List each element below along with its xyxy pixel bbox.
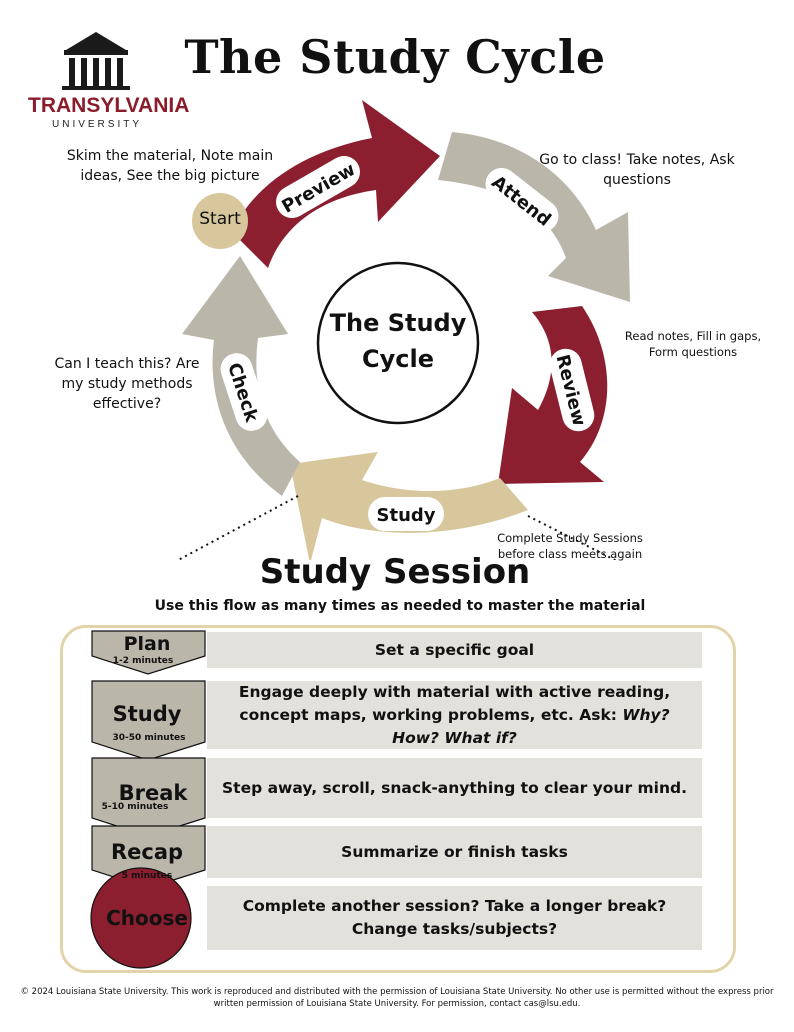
step-choose-name: Choose: [106, 906, 188, 930]
step-plan-name: Plan: [123, 633, 171, 655]
check-label-pill: [220, 353, 268, 431]
review-arrow: [498, 306, 608, 484]
study-chevron: [91, 680, 206, 761]
step-plan-desc: Set a specific goal: [207, 632, 702, 668]
right-dotted-leader: [527, 515, 618, 560]
plan-chevron: [91, 630, 206, 675]
session-title: Study Session: [259, 552, 531, 592]
step-break-desc: Step away, scroll, snack-anything to cle…: [207, 758, 702, 818]
step-study-desc-text: Engage deeply with material with active …: [238, 682, 671, 724]
center-title-line2: Cycle: [362, 345, 434, 373]
study-cycle-diagram: Preview Attend Review Study Check: [176, 100, 630, 560]
left-dotted-leader: [176, 495, 299, 560]
center-title-line1: The Study: [329, 309, 467, 337]
step-study-name: Study: [112, 702, 182, 726]
check-note: Can I teach this? Are my study methods e…: [54, 356, 200, 412]
session-subtitle: Use this flow as many times as needed to…: [154, 598, 646, 614]
step-study-time: 30-50 minutes: [112, 733, 186, 743]
step-choose-desc: Complete another session? Take a longer …: [207, 886, 702, 950]
center-circle: [316, 261, 480, 425]
review-note: Read notes, Fill in gaps, Form questions: [624, 329, 762, 359]
review-label-pill: [549, 348, 595, 432]
preview-label-pill: [276, 156, 360, 218]
start-circle: [192, 193, 248, 249]
copyright-notice: © 2024 Louisiana State University. This …: [20, 987, 774, 1009]
choose-circle: [90, 867, 192, 969]
page-title: The Study Cycle: [184, 30, 606, 84]
step-break-time: 5-10 minutes: [101, 802, 169, 812]
study-label: Study: [376, 505, 435, 526]
step-study-desc-emphasis: Why? How? What if?: [392, 705, 670, 747]
attend-arrow: [438, 132, 630, 302]
logo-wordmark: TRANSYLVANIA: [28, 94, 190, 117]
attend-label-pill: [485, 167, 559, 233]
step-recap-name: Recap: [110, 840, 184, 864]
step-recap-time: 5 minutes: [121, 871, 173, 881]
step-recap-desc: Summarize or finish tasks: [207, 826, 702, 878]
study-note: Complete Study Sessions before class mee…: [497, 531, 643, 561]
study-label-pill: [368, 497, 444, 531]
step-study-desc: Engage deeply with material with active …: [207, 681, 702, 749]
step-plan-time: 1-2 minutes: [112, 656, 174, 666]
logo-subtitle: UNIVERSITY: [52, 119, 143, 130]
session-flow-box: [60, 625, 736, 973]
preview-note: Skim the material, Note main ideas, See …: [66, 148, 274, 184]
step-break-name: Break: [118, 781, 188, 805]
attend-note: Go to class! Take notes, Ask questions: [539, 152, 735, 188]
transylvania-building-logo-icon: [62, 32, 130, 90]
start-label: Start: [199, 209, 241, 229]
